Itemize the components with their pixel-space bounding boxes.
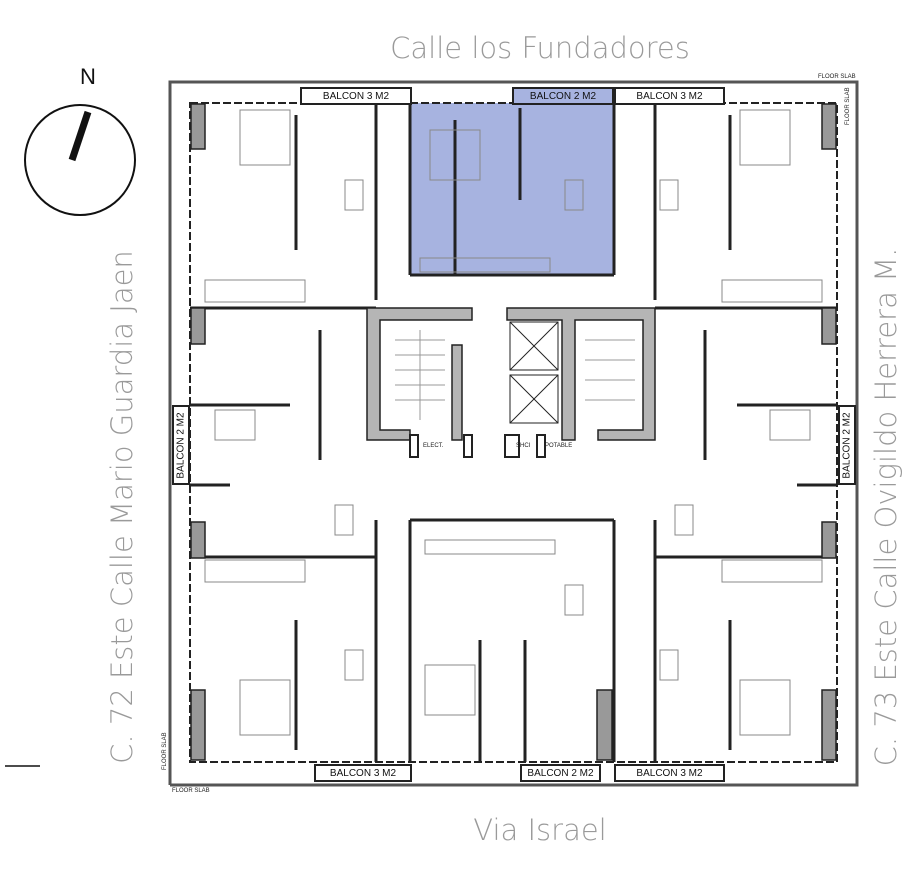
columns xyxy=(190,103,837,761)
floor-slab-outline xyxy=(168,80,859,787)
interior-walls xyxy=(190,103,837,762)
compass-north-label: N xyxy=(80,64,96,89)
elevator-icon xyxy=(509,374,559,424)
elevator-icon xyxy=(509,321,559,371)
balcony-top-right: BALCON 3 M2 xyxy=(614,87,725,105)
street-south-label: Via Israel xyxy=(473,813,607,847)
balcony-right-label: BALCON 2 M2 xyxy=(841,411,853,479)
balcony-right: BALCON 2 M2 xyxy=(838,405,856,485)
floor-slab-label-bottom: FLOOR SLAB xyxy=(172,788,210,794)
floor-slab-label-right: FLOOR SLAB xyxy=(845,87,851,125)
balcony-bottom-right: BALCON 3 M2 xyxy=(614,764,725,782)
balcony-top-left: BALCON 3 M2 xyxy=(300,87,412,105)
floor-slab-label-top: FLOOR SLAB xyxy=(818,74,856,80)
balcony-left: BALCON 2 M2 xyxy=(172,405,190,485)
balcony-bottom-center: BALCON 2 M2 xyxy=(520,764,601,782)
shaft-wall xyxy=(409,434,419,458)
compass xyxy=(24,104,136,216)
furniture xyxy=(204,109,823,736)
balcony-left-label: BALCON 2 M2 xyxy=(175,411,187,479)
north-arrow-icon xyxy=(68,110,92,162)
street-north-label: Calle los Fundadores xyxy=(390,31,690,65)
floor-slab-label-left: FLOOR SLAB xyxy=(162,732,168,770)
balcony-bottom-left: BALCON 3 M2 xyxy=(314,764,412,782)
potable-label: POTABLE xyxy=(545,443,573,449)
stair-core-left xyxy=(366,307,473,441)
elect-label: ELECT. xyxy=(423,443,444,449)
shci-label: SHCI xyxy=(516,443,531,449)
shaft-wall xyxy=(463,434,473,458)
stair-core-right xyxy=(504,307,656,458)
highlighted-unit xyxy=(410,103,614,275)
balcony-top-center: BALCON 2 M2 xyxy=(512,87,614,105)
